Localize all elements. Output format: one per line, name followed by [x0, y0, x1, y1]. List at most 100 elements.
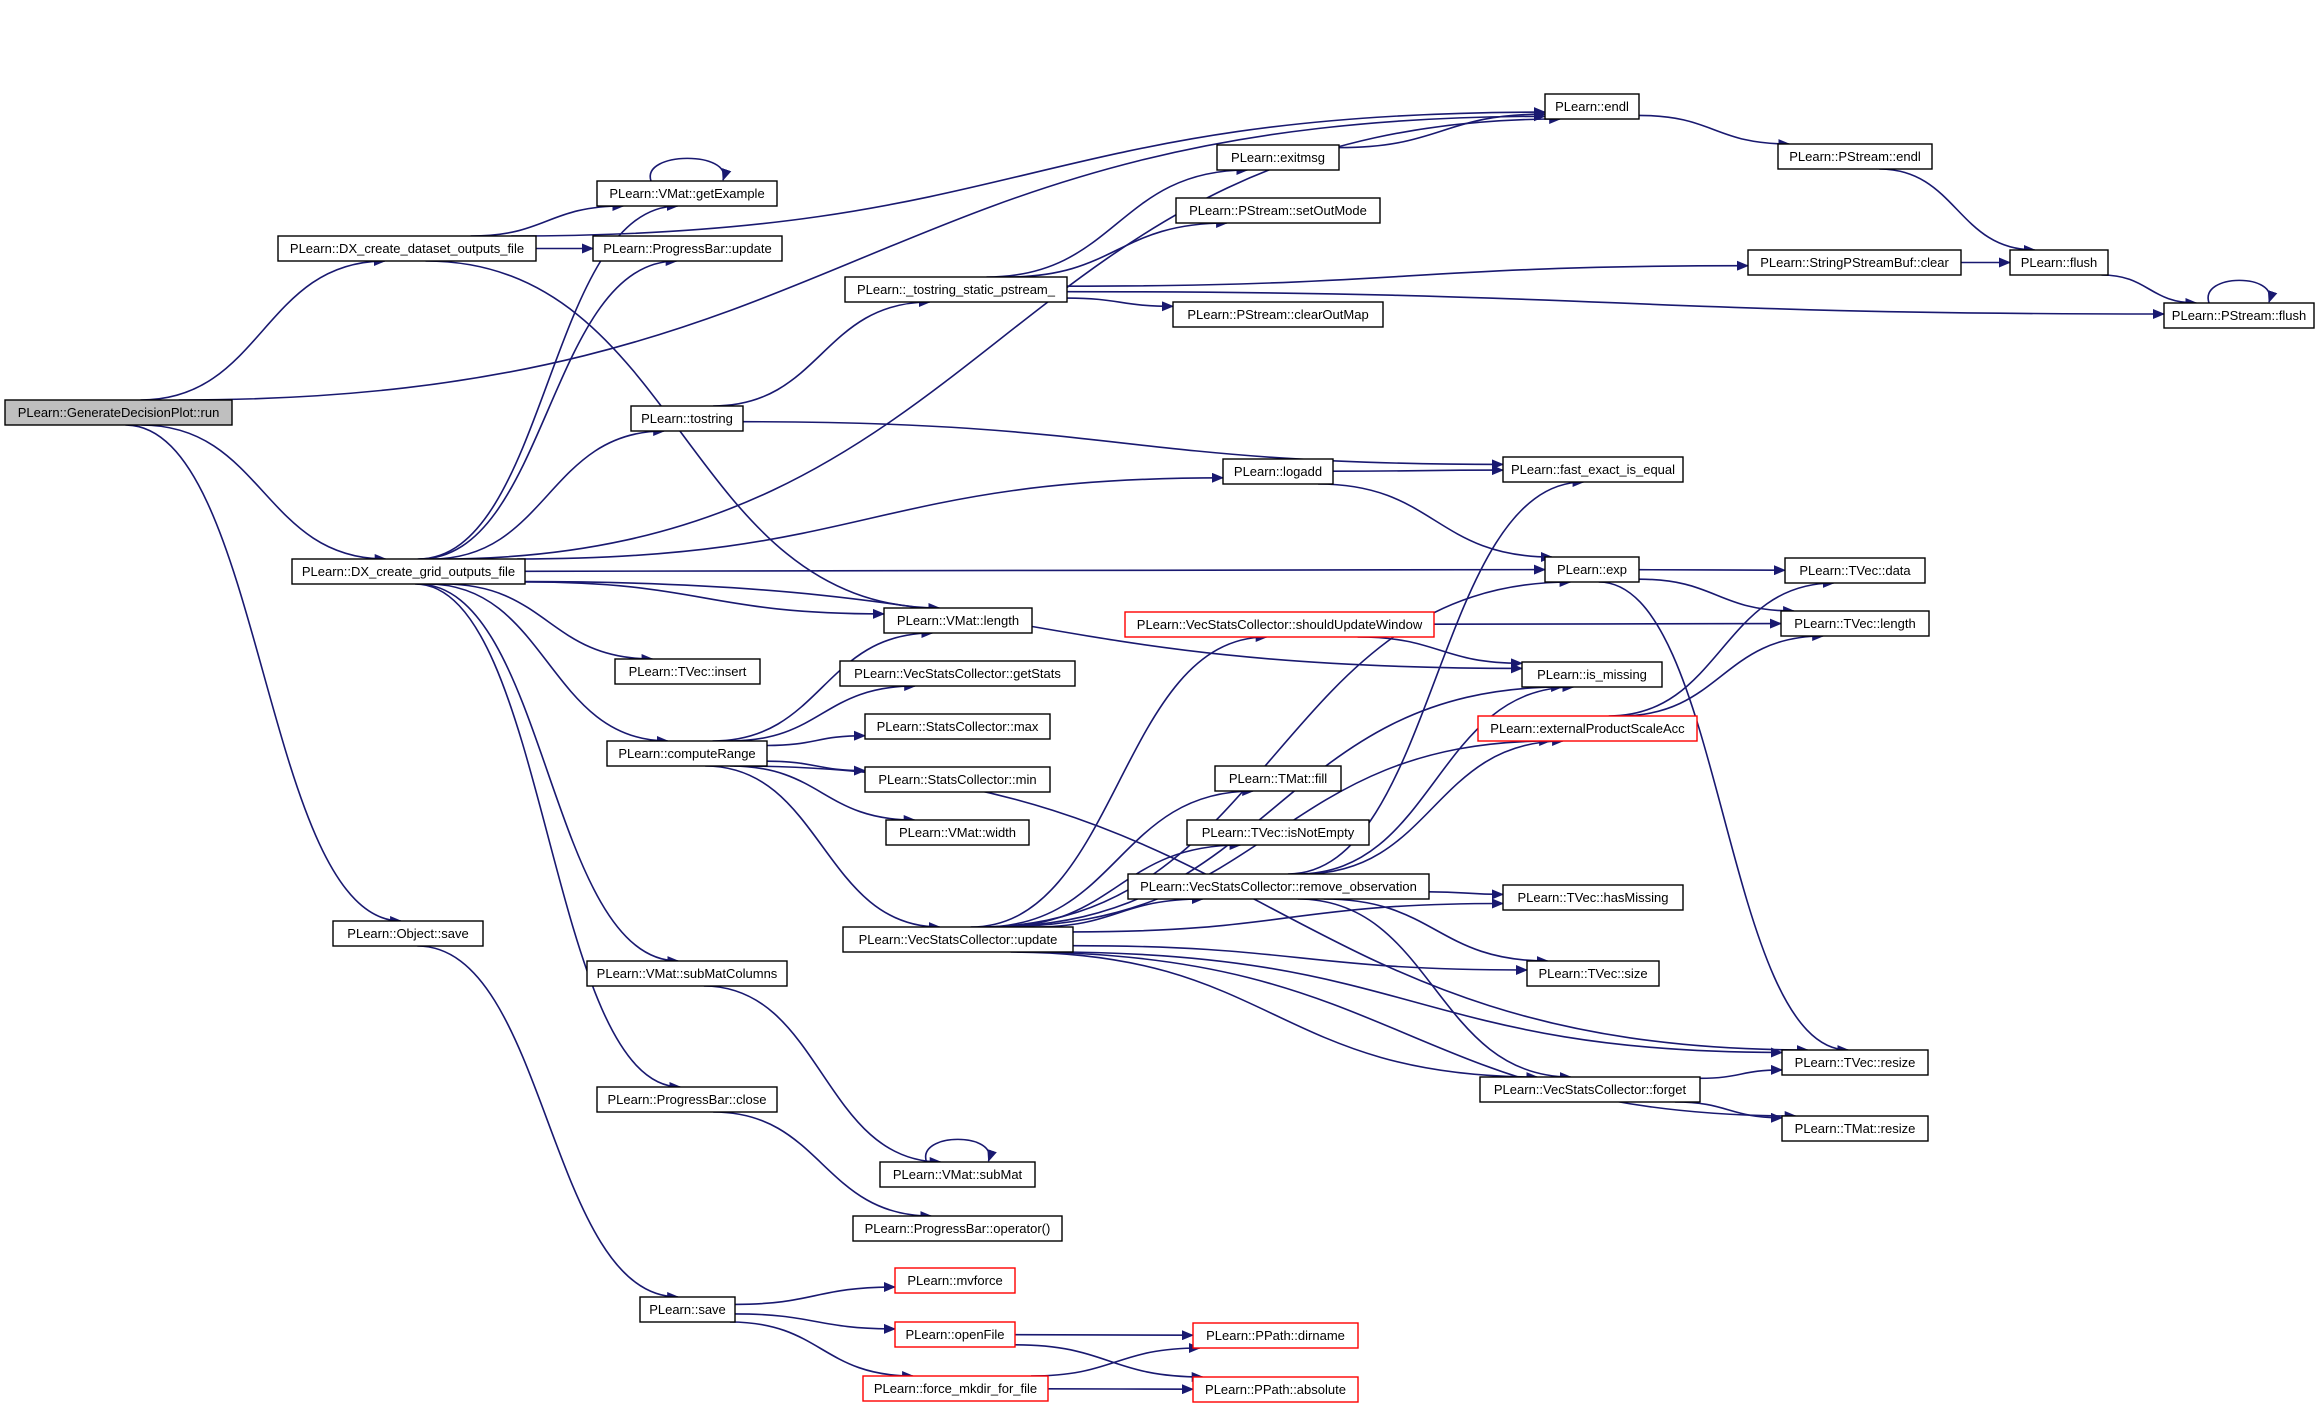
node-getStats[interactable]: PLearn::VecStatsCollector::getStats [839, 660, 1076, 687]
node-setOutMode[interactable]: PLearn::PStream::setOutMode [1175, 197, 1381, 224]
node-run[interactable]: PLearn::GenerateDecisionPlot::run [4, 399, 233, 426]
node-remove-obs[interactable]: PLearn::VecStatsCollector::remove_observ… [1127, 873, 1430, 900]
node-box[interactable] [1186, 819, 1370, 846]
node-box[interactable] [885, 819, 1030, 846]
node-endl[interactable]: PLearn::endl [1544, 93, 1640, 120]
node-box[interactable] [864, 713, 1051, 740]
node-box[interactable] [630, 405, 744, 432]
node-ppath-absolute[interactable]: PLearn::PPath::absolute [1192, 1376, 1359, 1403]
node-box[interactable] [879, 1161, 1036, 1188]
node-box[interactable] [332, 920, 484, 947]
node-tvec-insert[interactable]: PLearn::TVec::insert [614, 658, 761, 685]
node-box[interactable] [839, 660, 1076, 687]
node-pb-close[interactable]: PLearn::ProgressBar::close [596, 1086, 778, 1113]
node-tvec-length[interactable]: PLearn::TVec::length [1780, 610, 1930, 637]
node-save[interactable]: PLearn::save [639, 1296, 736, 1323]
node-hasMissing[interactable]: PLearn::TVec::hasMissing [1502, 884, 1684, 911]
node-fast-exact[interactable]: PLearn::fast_exact_is_equal [1502, 456, 1684, 483]
node-logadd[interactable]: PLearn::logadd [1222, 458, 1334, 485]
node-pstream-flush[interactable]: PLearn::PStream::flush [2163, 302, 2315, 329]
node-submatcols[interactable]: PLearn::VMat::subMatColumns [586, 960, 788, 987]
node-box[interactable] [2009, 249, 2109, 276]
node-box[interactable] [1784, 557, 1926, 584]
node-force-mkdir[interactable]: PLearn::force_mkdir_for_file [862, 1375, 1049, 1402]
node-box[interactable] [842, 926, 1074, 953]
node-box[interactable] [1214, 765, 1342, 792]
node-box[interactable] [1172, 301, 1384, 328]
node-box[interactable] [639, 1296, 736, 1323]
node-clearOutMap[interactable]: PLearn::PStream::clearOutMap [1172, 301, 1384, 328]
node-box[interactable] [1216, 144, 1340, 171]
node-pb-update[interactable]: PLearn::ProgressBar::update [592, 235, 783, 262]
node-box[interactable] [1502, 884, 1684, 911]
node-mvforce[interactable]: PLearn::mvforce [894, 1267, 1016, 1294]
node-box[interactable] [852, 1215, 1063, 1242]
node-box[interactable] [1781, 1115, 1929, 1142]
node-tmat-resize[interactable]: PLearn::TMat::resize [1781, 1115, 1929, 1142]
node-getExample[interactable]: PLearn::VMat::getExample [596, 180, 778, 207]
node-box[interactable] [1747, 249, 1962, 276]
node-vsc-update[interactable]: PLearn::VecStatsCollector::update [842, 926, 1074, 953]
node-box[interactable] [1526, 960, 1660, 987]
node-box[interactable] [883, 607, 1033, 634]
node-dx-dataset[interactable]: PLearn::DX_create_dataset_outputs_file [277, 235, 537, 262]
node-box[interactable] [862, 1375, 1049, 1402]
node-dx-grid[interactable]: PLearn::DX_create_grid_outputs_file [291, 558, 526, 585]
node-box[interactable] [592, 235, 783, 262]
node-box[interactable] [2163, 302, 2315, 329]
node-box[interactable] [1521, 661, 1663, 688]
node-box[interactable] [291, 558, 526, 585]
node-isNotEmpty[interactable]: PLearn::TVec::isNotEmpty [1186, 819, 1370, 846]
node-box[interactable] [844, 276, 1068, 303]
node-box[interactable] [4, 399, 233, 426]
node-box[interactable] [596, 1086, 778, 1113]
node-box[interactable] [1502, 456, 1684, 483]
node-box[interactable] [894, 1321, 1016, 1348]
node-submat[interactable]: PLearn::VMat::subMat [879, 1161, 1036, 1188]
node-sc-max[interactable]: PLearn::StatsCollector::max [864, 713, 1051, 740]
node-tvec-data[interactable]: PLearn::TVec::data [1784, 557, 1926, 584]
node-box[interactable] [1780, 610, 1930, 637]
node-box[interactable] [1544, 556, 1640, 583]
node-vsc-forget[interactable]: PLearn::VecStatsCollector::forget [1479, 1076, 1701, 1103]
node-tvec-size[interactable]: PLearn::TVec::size [1526, 960, 1660, 987]
node-box[interactable] [277, 235, 537, 262]
node-exp[interactable]: PLearn::exp [1544, 556, 1640, 583]
node-tostring-static[interactable]: PLearn::_tostring_static_pstream_ [844, 276, 1068, 303]
node-box[interactable] [1222, 458, 1334, 485]
node-box[interactable] [614, 658, 761, 685]
node-box[interactable] [1192, 1322, 1359, 1349]
node-openFile[interactable]: PLearn::openFile [894, 1321, 1016, 1348]
node-pstream-endl[interactable]: PLearn::PStream::endl [1777, 143, 1933, 170]
node-box[interactable] [1777, 143, 1933, 170]
node-box[interactable] [1127, 873, 1430, 900]
node-box[interactable] [894, 1267, 1016, 1294]
node-box[interactable] [864, 766, 1051, 793]
node-pb-op[interactable]: PLearn::ProgressBar::operator() [852, 1215, 1063, 1242]
node-box[interactable] [1479, 1076, 1701, 1103]
node-shouldUpdate[interactable]: PLearn::VecStatsCollector::shouldUpdateW… [1124, 611, 1435, 638]
node-spsb-clear[interactable]: PLearn::StringPStreamBuf::clear [1747, 249, 1962, 276]
node-box[interactable] [606, 740, 768, 767]
node-box[interactable] [596, 180, 778, 207]
node-tvec-resize[interactable]: PLearn::TVec::resize [1781, 1049, 1929, 1076]
node-obj-save[interactable]: PLearn::Object::save [332, 920, 484, 947]
node-vmat-width[interactable]: PLearn::VMat::width [885, 819, 1030, 846]
node-box[interactable] [1175, 197, 1381, 224]
node-box[interactable] [1124, 611, 1435, 638]
node-extProd[interactable]: PLearn::externalProductScaleAcc [1477, 715, 1698, 742]
node-is-missing[interactable]: PLearn::is_missing [1521, 661, 1663, 688]
node-flush[interactable]: PLearn::flush [2009, 249, 2109, 276]
node-box[interactable] [1477, 715, 1698, 742]
node-tostring[interactable]: PLearn::tostring [630, 405, 744, 432]
node-tmat-fill[interactable]: PLearn::TMat::fill [1214, 765, 1342, 792]
node-sc-min[interactable]: PLearn::StatsCollector::min [864, 766, 1051, 793]
node-exitmsg[interactable]: PLearn::exitmsg [1216, 144, 1340, 171]
node-computeRange[interactable]: PLearn::computeRange [606, 740, 768, 767]
node-vmat-length[interactable]: PLearn::VMat::length [883, 607, 1033, 634]
node-box[interactable] [1192, 1376, 1359, 1403]
node-box[interactable] [1544, 93, 1640, 120]
node-box[interactable] [1781, 1049, 1929, 1076]
node-box[interactable] [586, 960, 788, 987]
node-ppath-dirname[interactable]: PLearn::PPath::dirname [1192, 1322, 1359, 1349]
